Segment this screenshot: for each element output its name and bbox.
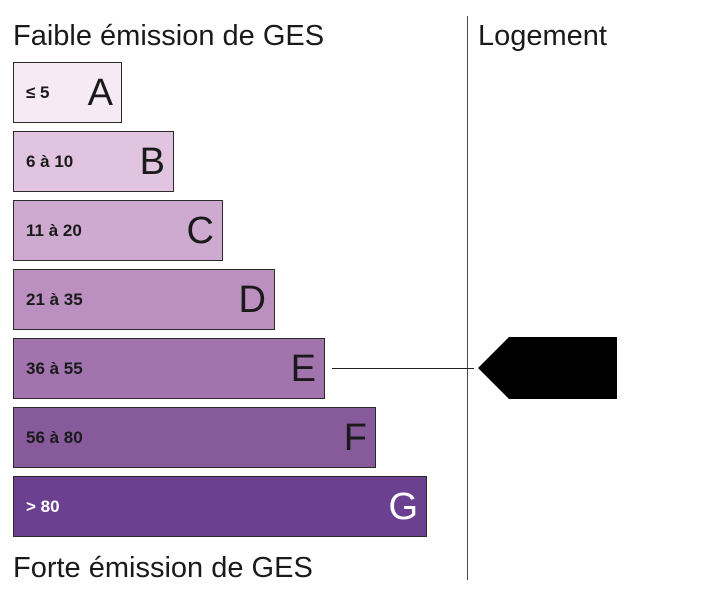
band-e-range: 36 à 55 <box>26 358 83 378</box>
band-d: 21 à 35 D <box>13 269 275 330</box>
current-class-indicator <box>478 337 617 399</box>
band-f-range: 56 à 80 <box>26 427 83 447</box>
band-e-letter: E <box>290 347 316 390</box>
band-d-letter: D <box>238 278 266 321</box>
band-a: ≤ 5 A <box>13 62 122 123</box>
top-title: Faible émission de GES <box>13 20 325 52</box>
band-c-range: 11 à 20 <box>26 220 82 240</box>
band-f: 56 à 80 F <box>13 407 376 468</box>
band-g: > 80 G <box>13 476 427 537</box>
band-b-letter: B <box>139 140 165 183</box>
band-b: 6 à 10 B <box>13 131 174 192</box>
band-a-letter: A <box>87 71 113 114</box>
band-c-letter: C <box>186 209 214 252</box>
band-g-letter: G <box>388 485 418 528</box>
indicator-arrow <box>478 337 617 399</box>
band-c: 11 à 20 C <box>13 200 223 261</box>
bottom-title: Forte émission de GES <box>13 552 313 584</box>
column-divider <box>467 16 468 580</box>
band-b-range: 6 à 10 <box>26 151 74 171</box>
band-d-range: 21 à 35 <box>26 289 83 309</box>
band-e: 36 à 55 E <box>13 338 325 399</box>
band-g-range: > 80 <box>26 496 60 516</box>
band-a-range: ≤ 5 <box>26 82 50 102</box>
band-f-letter: F <box>343 416 367 459</box>
column-header: Logement <box>478 20 607 52</box>
pointer-line <box>332 368 474 369</box>
